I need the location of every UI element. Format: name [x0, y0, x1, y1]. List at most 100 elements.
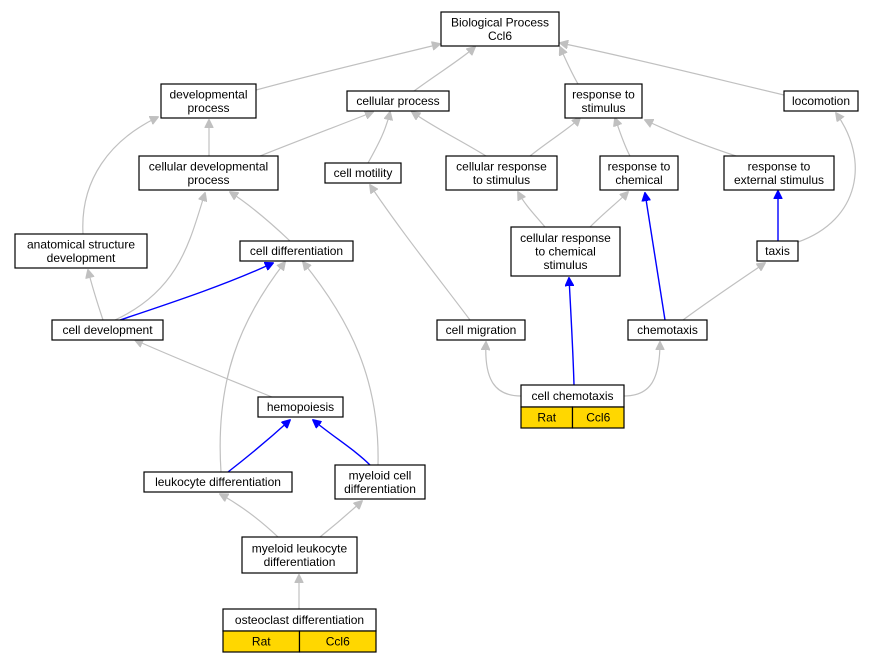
node-loco[interactable]: locomotion	[783, 90, 859, 112]
annotation-label: Ccl6	[326, 635, 350, 649]
node-celldev-box	[51, 319, 164, 341]
edge-celldev-to-celldevproc	[114, 193, 205, 321]
node-devproc-box	[160, 83, 257, 119]
edge-anat-to-devproc	[82, 117, 158, 235]
node-migration[interactable]: cell migration	[436, 319, 526, 341]
edge-devproc-to-bp	[255, 44, 440, 91]
node-anat-label-line: anatomical structure	[27, 237, 135, 251]
edge-cellresp-to-resp	[529, 118, 580, 157]
node-chemotaxis-box	[627, 319, 708, 341]
edge-respchem-to-resp	[615, 118, 631, 157]
node-chemotaxis[interactable]: chemotaxis	[627, 319, 708, 341]
annotation-label: Rat	[252, 635, 271, 649]
node-respchem-box	[599, 155, 679, 191]
node-myeloid-label-line: differentiation	[344, 482, 416, 496]
edge-taxis-to-loco	[797, 113, 856, 243]
edge-myeloid-to-hemo	[313, 420, 371, 466]
node-bp-label-line: Biological Process	[451, 15, 549, 29]
node-resp-label-line: response to	[572, 87, 635, 101]
node-respext-label-line: external stimulus	[734, 173, 824, 187]
node-cellrespchem-label-line: cellular response	[520, 231, 611, 245]
node-motility-box	[324, 162, 402, 184]
node-cellproc-label-line: cellular process	[356, 94, 439, 108]
edge-chemotaxis-to-respchem	[645, 193, 666, 321]
edge-hemo-to-celldev	[135, 340, 273, 398]
edge-chemotaxis-to-taxis	[682, 263, 765, 321]
node-taxis[interactable]: taxis	[756, 240, 799, 262]
node-bp-label-line: Ccl6	[488, 29, 512, 43]
edge-celldev-to-celldiff	[119, 263, 273, 321]
annotation-cell	[298, 630, 377, 653]
node-celldev-label-line: cell development	[62, 323, 153, 337]
nodes-layer: Biological ProcessCcl6developmentalproce…	[14, 11, 859, 653]
edge-cellproc-to-bp	[413, 47, 475, 92]
node-myeloleuko-label-line: myeloid leukocyte	[252, 541, 348, 555]
node-celldev[interactable]: cell development	[51, 319, 164, 341]
node-hemo-box	[257, 396, 344, 418]
edge-respext-to-resp	[645, 120, 737, 157]
node-cellresp-label-line: cellular response	[456, 159, 547, 173]
node-leuko[interactable]: leukocyte differentiation	[143, 471, 293, 493]
node-celldevproc-label-line: process	[187, 173, 229, 187]
node-leuko-label-line: leukocyte differentiation	[155, 475, 281, 489]
edge-cellresp-to-cellproc	[412, 112, 487, 157]
edge-celldev-to-anat	[88, 270, 104, 321]
node-motility[interactable]: cell motility	[324, 162, 402, 184]
node-loco-box	[783, 90, 859, 112]
edge-myeloid-to-celldiff	[303, 262, 379, 466]
node-resp-label-line: stimulus	[581, 101, 625, 115]
edge-myeloleuko-to-myeloid	[319, 501, 362, 538]
node-myeloleuko-box	[241, 536, 358, 574]
node-migration-label-line: cell migration	[446, 323, 517, 337]
edge-motility-to-cellproc	[367, 112, 390, 164]
edge-celldiff-to-celldevproc	[230, 192, 291, 242]
node-devproc-label-line: process	[187, 101, 229, 115]
node-celldiff-label-line: cell differentiation	[250, 244, 343, 258]
node-myeloleuko-label-line: differentiation	[264, 555, 336, 569]
edge-migration-to-motility	[370, 185, 471, 321]
edge-celldevproc-to-cellproc	[259, 112, 373, 157]
node-anat-label-line: development	[47, 251, 116, 265]
node-taxis-box	[756, 240, 799, 262]
node-cellrespchem-label-line: stimulus	[543, 258, 587, 272]
node-cellrespchem-box	[510, 226, 621, 277]
node-respext-box	[723, 155, 835, 191]
node-cellproc[interactable]: cellular process	[346, 90, 450, 112]
edge-cellchemo-to-migration	[486, 342, 522, 397]
node-anat-box	[14, 233, 148, 269]
node-hemo-label-line: hemopoiesis	[267, 400, 334, 414]
node-osteo-label-line: osteoclast differentiation	[235, 613, 364, 627]
node-respchem-label-line: response to	[608, 159, 671, 173]
edge-cellrespchem-to-respchem	[589, 192, 628, 228]
node-hemo[interactable]: hemopoiesis	[257, 396, 344, 418]
edge-myeloleuko-to-leuko	[220, 494, 279, 538]
node-cellresp-label-line: to stimulus	[473, 173, 530, 187]
node-cellresp-box	[445, 155, 558, 191]
node-myeloid-label-line: myeloid cell	[349, 468, 412, 482]
node-bp-box	[440, 11, 560, 47]
edge-cellchemo-to-chemotaxis	[623, 342, 660, 397]
edge-cellchemo-to-cellrespchem	[569, 278, 575, 386]
node-respchem-label-line: chemical	[615, 173, 662, 187]
edges-layer	[82, 43, 856, 609]
node-migration-box	[436, 319, 526, 341]
node-cellrespchem-label-line: to chemical	[535, 245, 596, 259]
node-devproc-label-line: developmental	[169, 87, 247, 101]
node-celldiff[interactable]: cell differentiation	[239, 240, 354, 262]
node-respext-label-line: response to	[748, 159, 811, 173]
node-cellproc-box	[346, 90, 450, 112]
